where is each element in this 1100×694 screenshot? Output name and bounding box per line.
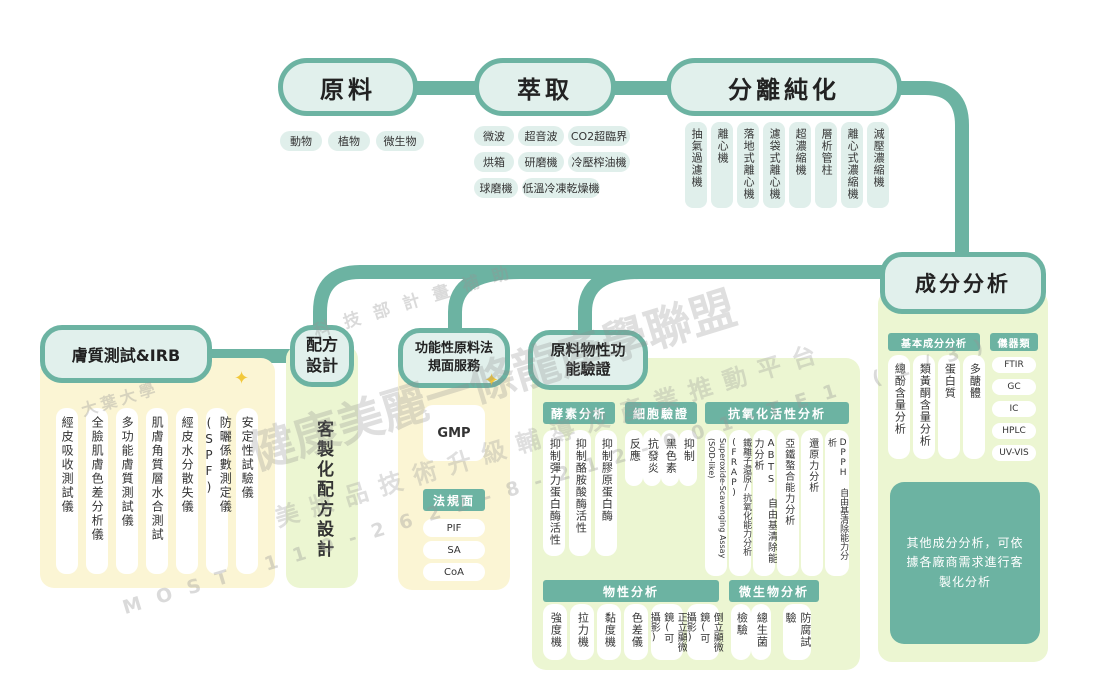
extract-tag-cold-press: 冷壓榨油機 xyxy=(568,152,630,172)
basic-analysis-item: 類黃酮含量分析 xyxy=(913,355,935,459)
micro-item: 檢驗 xyxy=(731,604,751,660)
separate-item: 離心機 xyxy=(711,122,733,208)
basic-analysis-item: 多醣體 xyxy=(963,355,985,459)
skin-item: 安定性試驗儀 xyxy=(236,408,258,574)
skin-item: 多功能膚質測試儀 xyxy=(116,408,138,574)
physical-item: 黏度機 xyxy=(597,604,621,660)
extract-tag-microwave: 微波 xyxy=(474,126,514,146)
enzyme-item: 抑制膠原蛋白酶 xyxy=(595,430,617,556)
skin-item: 防曬係數測定儀(SPF) xyxy=(202,408,232,574)
antioxidant-item: DPPH 自由基清除能力分析 xyxy=(825,430,849,576)
antioxidant-item: 鐵離子還原/抗氧化能力分析 (FRAP) xyxy=(729,430,751,576)
cell-item: 反應 xyxy=(625,430,643,486)
extract-tag-co2: CO2超臨界 xyxy=(568,126,630,146)
skin-item: 肌膚角質層水合測試 xyxy=(146,408,168,574)
law-item-coa: CoA xyxy=(423,563,485,581)
separate-item: 濾袋式離心機 xyxy=(763,122,785,208)
instrument-item: GC xyxy=(992,379,1036,395)
sparkle-icon: ✦ xyxy=(234,368,250,389)
raw-tag-plant: 植物 xyxy=(328,131,370,151)
physical-item: 正立顯微鏡(可攝影) xyxy=(648,604,686,660)
function-title: 原料物性功能驗證 xyxy=(528,330,648,390)
cell-item: 黑色素 xyxy=(661,430,679,486)
separate-item: 抽氣過濾機 xyxy=(685,122,707,208)
raw-tag-microbe: 微生物 xyxy=(376,131,424,151)
micro-header: 微生物分析 xyxy=(729,580,819,602)
formula-body: 客製化配方設計 xyxy=(313,420,333,560)
micro-item: 防腐試驗 xyxy=(783,604,812,660)
enzyme-header: 酵素分析 xyxy=(543,402,615,424)
extract-tag-ball-mill: 球磨機 xyxy=(474,178,518,198)
instrument-item: UV-VIS xyxy=(992,445,1036,461)
basic-analysis-header: 基本成分分析 xyxy=(888,333,980,351)
skin-item: 經皮水分散失儀 xyxy=(176,408,198,574)
stage-separation: 分離純化 xyxy=(666,58,902,116)
connector-separate-analysis xyxy=(883,81,969,272)
law-item-pif: PIF xyxy=(423,519,485,537)
physical-header: 物性分析 xyxy=(543,580,719,602)
instrument-item: IC xyxy=(992,401,1036,417)
separate-item: 減壓濃縮機 xyxy=(867,122,889,208)
connector-to-regulation xyxy=(448,265,527,339)
sparkle-icon: ✦ xyxy=(484,370,500,391)
instrument-header: 儀器類 xyxy=(990,333,1038,351)
antioxidant-item: ABTS 自由基清除能力分析 xyxy=(752,430,777,576)
analysis-note-box: 其他成分分析，可依據各廠商需求進行客製化分析 xyxy=(890,482,1040,644)
connector-to-function xyxy=(578,265,647,341)
enzyme-item: 抑制酪胺酸酶活性 xyxy=(569,430,591,556)
separate-item: 離心式濃縮機 xyxy=(841,122,863,208)
cell-header: 細胞驗證 xyxy=(625,402,697,424)
analysis-note: 其他成分分析，可依據各廠商需求進行客製化分析 xyxy=(906,536,1024,589)
extract-tag-freeze-dryer: 低溫冷凍乾燥機 xyxy=(522,178,600,198)
law-section-header: 法規面 xyxy=(423,489,485,511)
instrument-item: FTIR xyxy=(992,357,1036,373)
law-item-sa: SA xyxy=(423,541,485,559)
physical-item: 拉力機 xyxy=(570,604,594,660)
extract-tag-grinder: 研磨機 xyxy=(518,152,564,172)
physical-item: 強度機 xyxy=(543,604,567,660)
stage-raw-material: 原料 xyxy=(278,58,418,116)
skin-test-title: 膚質測試&IRB xyxy=(40,325,212,383)
antioxidant-item: 還原力分析 xyxy=(801,430,823,576)
skin-item: 經皮吸收測試儀 xyxy=(56,408,78,574)
basic-analysis-item: 蛋白質 xyxy=(938,355,960,459)
antioxidant-header: 抗氧化活性分析 xyxy=(705,402,849,424)
physical-item: 倒立顯微鏡(可攝影) xyxy=(684,604,722,660)
enzyme-item: 抑制彈力蛋白酶活性 xyxy=(543,430,565,556)
cell-item: 抗發炎 xyxy=(643,430,661,486)
regulation-title: 功能性原料法規面服務 xyxy=(398,328,510,388)
antioxidant-item: Superoxide-Scavenging Assay (SOD-like) xyxy=(705,430,727,576)
antioxidant-item: 亞鐵螯合能力分析 xyxy=(777,430,799,576)
formula-title: 配方設計 xyxy=(290,325,354,387)
micro-item: 總生菌 xyxy=(751,604,771,660)
separate-item: 超濃縮機 xyxy=(789,122,811,208)
raw-tag-animal: 動物 xyxy=(280,131,322,151)
stage-analysis: 成分分析 xyxy=(880,252,1046,314)
separate-item: 落地式離心機 xyxy=(737,122,759,208)
stage-extraction: 萃取 xyxy=(474,58,616,116)
separate-item: 層析管柱 xyxy=(815,122,837,208)
physical-item: 色差儀 xyxy=(624,604,648,660)
extract-tag-oven: 烘箱 xyxy=(474,152,514,172)
skin-item: 全臉肌膚色差分析儀 xyxy=(86,408,108,574)
basic-analysis-item: 總酚含量分析 xyxy=(888,355,910,459)
extract-tag-ultrasound: 超音波 xyxy=(518,126,564,146)
connector-analysis-formula xyxy=(313,265,897,337)
instrument-item: HPLC xyxy=(992,423,1036,439)
gmp-box: GMP xyxy=(423,405,485,461)
cell-item: 抑制 xyxy=(679,430,697,486)
